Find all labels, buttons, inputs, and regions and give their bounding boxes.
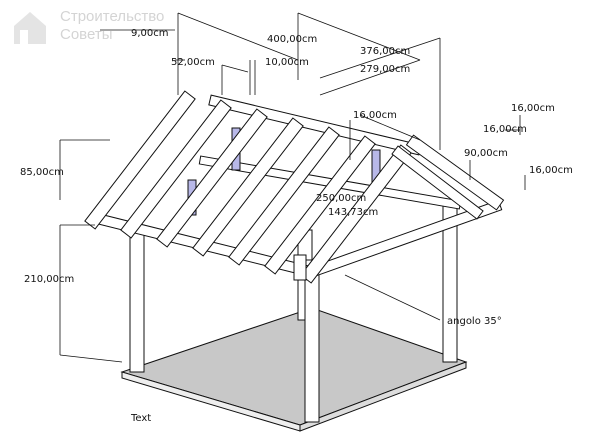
house-logo-icon: [14, 12, 46, 44]
watermark-line1: Строительство: [60, 8, 165, 25]
dimension-line: [297, 12, 421, 61]
dim-label: 376,00cm: [360, 46, 411, 57]
watermark: Строительство Советы: [60, 8, 164, 44]
dim-label: 90,00cm: [464, 148, 508, 159]
dimension-line: [319, 37, 441, 79]
caption-text: Text: [131, 413, 152, 424]
dim-label: 143,73cm: [328, 207, 379, 218]
dim-label: 16,00cm: [511, 103, 555, 114]
front-right-post: [304, 259, 320, 423]
dim-label: 16,00cm: [529, 165, 573, 176]
dim-label: 52,00cm: [171, 57, 215, 68]
rafter: [264, 135, 376, 275]
dim-label: 16,00cm: [353, 110, 397, 121]
watermark-line2: Советы: [60, 26, 113, 43]
rafter: [120, 99, 232, 239]
dim-label: 400,00cm: [267, 34, 318, 45]
dimension-line: [221, 64, 249, 73]
floor-slab: [120, 307, 468, 432]
dim-label: 85,00cm: [20, 167, 64, 178]
dimension-line: [344, 274, 441, 321]
rafter: [300, 144, 412, 284]
angle-label: angolo 35°: [447, 316, 502, 327]
frame: [84, 90, 505, 423]
dimension-line: [59, 354, 123, 363]
dim-label: 9,00cm: [131, 28, 169, 39]
rafter: [228, 126, 340, 266]
rafter: [192, 117, 304, 257]
dim-label: 250,00cm: [316, 193, 367, 204]
dim-label: 16,00cm: [483, 124, 527, 135]
dimension-line: [319, 59, 421, 96]
floor-slab: [120, 307, 468, 426]
dim-label: 10,00cm: [265, 57, 309, 68]
dim-label: 279,00cm: [360, 64, 411, 75]
rafter: [156, 108, 268, 248]
floor-edge: [299, 361, 467, 432]
rafter: [84, 90, 196, 230]
dimension-line: [359, 114, 421, 141]
gable-rafter: [391, 145, 484, 220]
front-left-post: [129, 224, 145, 373]
gable-rafter: [405, 134, 505, 211]
dimension-lines: [59, 12, 526, 363]
dim-label: 210,00cm: [24, 274, 75, 285]
dimension-line: [177, 12, 299, 61]
post-cap: [293, 254, 307, 281]
